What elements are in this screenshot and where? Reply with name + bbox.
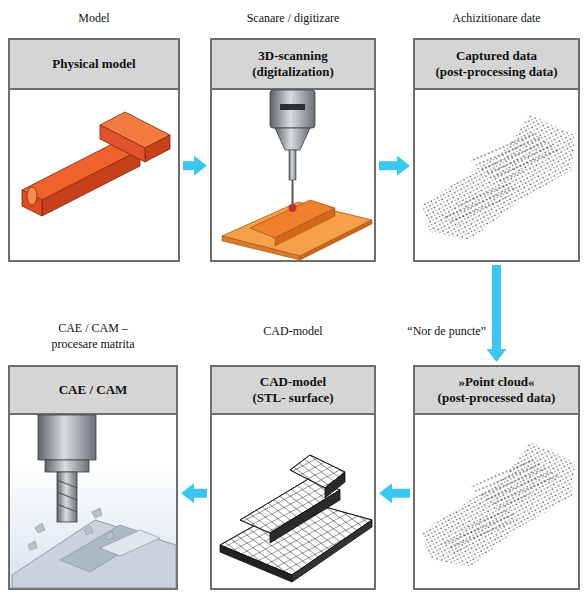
cutter: [57, 472, 77, 522]
header-band: »Point cloud« (post-processed data): [415, 367, 578, 415]
box-caption: Model: [0, 10, 198, 26]
header-band: Physical model: [10, 40, 178, 90]
part-face: [275, 208, 335, 246]
chip: [28, 541, 37, 550]
chip: [105, 531, 114, 540]
text-line: CAD-model: [252, 374, 333, 390]
box-title: CAD-model (STL- surface): [252, 374, 333, 406]
part-face: [22, 190, 42, 216]
text-line: 3D-scanning: [252, 48, 334, 64]
box-caption: CAE / CAM – procesare matrita: [37, 320, 149, 352]
part-face: [22, 140, 140, 200]
point-scatter: [422, 442, 575, 567]
part-face: [222, 236, 300, 260]
text-line: (STL- surface): [252, 390, 333, 406]
process-box: Physical modelModel: [8, 38, 180, 262]
process-box: CAD-model (STL- surface)CAD-model: [210, 365, 376, 590]
box-title: CAE / CAM: [59, 382, 128, 398]
box-title: 3D-scanning (digitalization): [252, 48, 334, 80]
flow-arrow: [392, 489, 410, 498]
text-line: (post-processing data): [435, 64, 557, 80]
box-title: Physical model: [52, 56, 135, 72]
cutter-flutes: [57, 480, 77, 512]
mesh-face: [325, 472, 345, 498]
part-face: [145, 135, 170, 162]
mesh-face: [240, 478, 340, 533]
captured-points: [422, 115, 575, 240]
point-scatter: [440, 507, 520, 553]
box-caption: CAD-model: [192, 323, 394, 339]
milling-scene: [10, 415, 176, 588]
mesh-face: [220, 500, 372, 575]
process-box: »Point cloud« (post-processed data)“Nor …: [413, 365, 580, 590]
part-face: [100, 125, 145, 162]
box-title: »Point cloud« (post-processed data): [438, 374, 556, 406]
point-scatter: [440, 180, 520, 226]
point-cloud: [422, 442, 575, 567]
part-face: [300, 220, 372, 260]
chip: [35, 523, 45, 533]
chip: [84, 526, 93, 535]
workpiece-groove: [60, 525, 150, 572]
part-round: [27, 187, 37, 205]
mesh-face: [290, 455, 345, 488]
box-title: Captured data (post-processing data): [435, 48, 557, 80]
workpiece-ridge: [100, 530, 160, 556]
point-scatter: [422, 115, 575, 240]
box-caption: Scanare / digitizare: [192, 10, 394, 26]
flow-arrow: [492, 265, 501, 349]
process-box: 3D-scanning (digitalization)Scanare / di…: [210, 38, 376, 262]
point-scatter: [470, 457, 560, 512]
mesh-face: [270, 490, 340, 543]
scene-background: [10, 463, 176, 588]
box-caption: Achizitionare date: [395, 10, 588, 26]
spindle: [38, 415, 96, 460]
probe-shaft: [289, 150, 296, 180]
header-band: CAD-model (STL- surface): [212, 367, 374, 415]
point-scatter: [470, 130, 560, 185]
header-band: CAE / CAM: [10, 367, 176, 415]
connectors: [183, 166, 497, 494]
workpiece: [12, 520, 176, 588]
part-face: [222, 202, 372, 256]
flow-arrow: [183, 161, 194, 170]
header-band: Captured data (post-processing data): [415, 40, 578, 90]
part-face: [250, 200, 335, 238]
process-box: CAE / CAMCAE / CAM – procesare matrita: [8, 365, 178, 590]
text-line: »Point cloud«: [438, 374, 556, 390]
probe-cone: [275, 128, 310, 150]
header-band: 3D-scanning (digitalization): [212, 40, 374, 90]
mesh-face: [240, 478, 340, 533]
mesh-face: [220, 545, 292, 582]
text-line: (digitalization): [252, 64, 334, 80]
probe-band: [280, 104, 305, 110]
mesh-face: [292, 520, 372, 582]
box-caption: “Nor de puncte”: [392, 323, 486, 339]
probe-head: [270, 90, 315, 128]
text-line: (post-processed data): [438, 390, 556, 406]
text-line: Captured data: [435, 48, 557, 64]
physical-part: [22, 112, 170, 216]
spindle-collar: [45, 460, 89, 472]
flow-arrow: [194, 489, 207, 498]
part-face: [42, 150, 140, 216]
probe-stylus: [292, 180, 294, 205]
part-face: [100, 112, 170, 148]
mesh-face: [220, 500, 372, 575]
cad-mesh: [220, 455, 372, 582]
flow-arrow: [379, 161, 397, 170]
scan-probe: [222, 90, 372, 260]
process-box: Captured data (post-processing data)Achi…: [413, 38, 580, 262]
mesh-face: [290, 455, 345, 488]
chip: [92, 508, 102, 518]
probe-ball: [289, 204, 297, 212]
